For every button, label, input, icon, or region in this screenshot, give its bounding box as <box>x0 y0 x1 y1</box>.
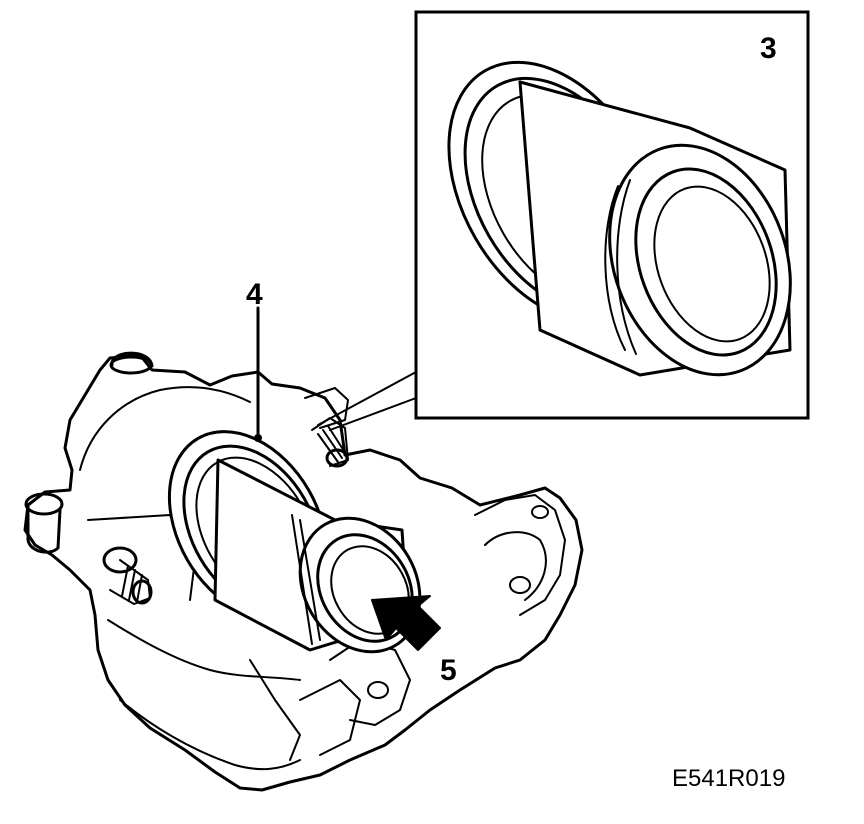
guide-pin <box>102 546 153 605</box>
leader-dot-4 <box>254 434 262 442</box>
callout-label-5: 5 <box>440 654 457 687</box>
callout-4: 4 <box>246 278 263 442</box>
callout-label-4: 4 <box>246 278 263 311</box>
figure-code: E541R019 <box>672 765 785 792</box>
callout-5: 5 <box>371 595 457 687</box>
piston-assembly <box>167 430 422 654</box>
insertion-arrow <box>371 595 441 651</box>
inset-detail: 3 <box>317 10 810 431</box>
callout-label-3: 3 <box>760 32 777 65</box>
piston-part-illustration <box>447 60 792 377</box>
